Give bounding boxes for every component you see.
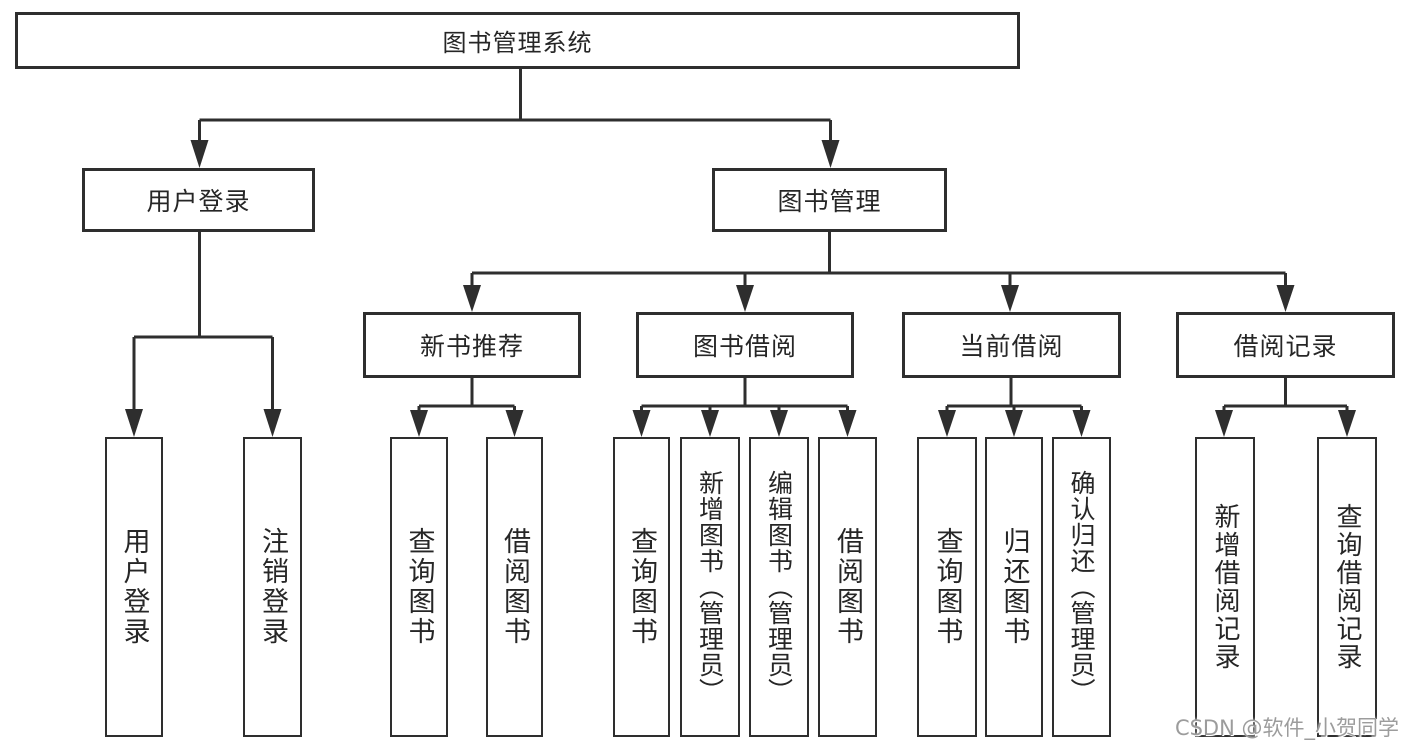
leaf-confirm-return-admin: 确认归还（管理员）	[1052, 437, 1111, 737]
leaf-edit-books-admin: 编辑图书（管理员）	[749, 437, 809, 737]
leaf-borrow-books-recommend: 借阅图书	[486, 437, 543, 737]
watermark-text: CSDN @软件_小贺同学	[1174, 716, 1399, 740]
node-user-login: 用户登录	[82, 168, 315, 232]
leaf-borrow-books-borrowing: 借阅图书	[818, 437, 877, 737]
leaf-return-books: 归还图书	[985, 437, 1043, 737]
node-book-borrowing: 图书借阅	[636, 312, 854, 378]
leaf-add-borrow-record: 新增借阅记录	[1195, 437, 1255, 737]
leaf-query-borrow-record: 查询借阅记录	[1317, 437, 1377, 737]
leaf-query-books-borrowing: 查询图书	[613, 437, 670, 737]
node-borrowing-records: 借阅记录	[1176, 312, 1395, 378]
leaf-query-books-current: 查询图书	[917, 437, 977, 737]
node-current-borrowing: 当前借阅	[902, 312, 1121, 378]
leaf-query-books-recommend: 查询图书	[390, 437, 448, 737]
node-new-book-recommend: 新书推荐	[363, 312, 581, 378]
leaf-logout-login: 注销登录	[243, 437, 302, 737]
node-book-management: 图书管理	[712, 168, 947, 232]
node-library-management-system: 图书管理系统	[15, 12, 1020, 69]
leaf-user-login: 用户登录	[105, 437, 163, 737]
leaf-add-books-admin: 新增图书（管理员）	[680, 437, 740, 737]
